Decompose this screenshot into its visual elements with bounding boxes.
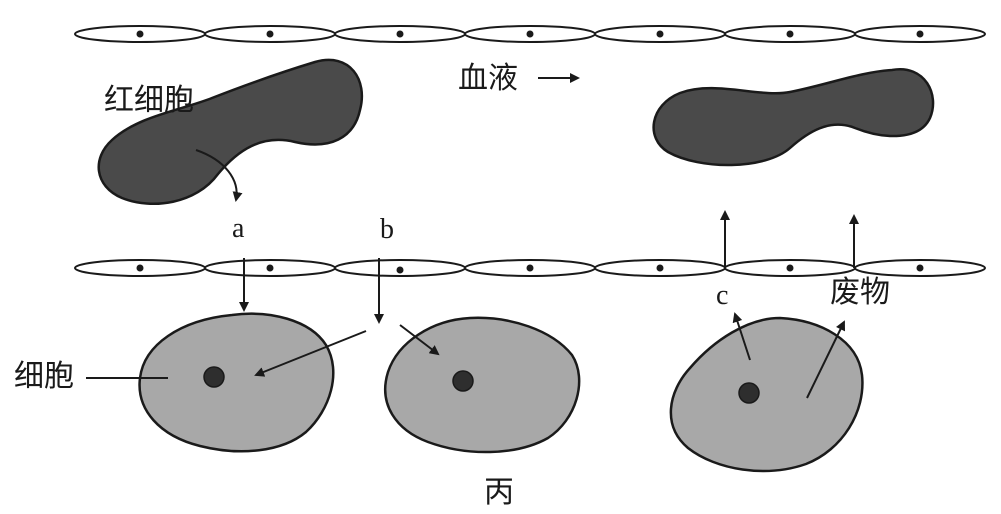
label-c: c <box>716 282 728 310</box>
red-blood-cell-right <box>654 69 933 165</box>
waste-label: 废物 <box>830 278 890 308</box>
tissue-cell-middle-nucleus <box>453 371 473 391</box>
red-blood-cell-left <box>99 60 362 204</box>
label-b: b <box>380 216 394 244</box>
blood-label: 血液 <box>458 64 518 94</box>
tissue-cell-middle <box>385 318 579 452</box>
red-blood-cell-label: 红细胞 <box>104 86 194 116</box>
lower-wall-nuclei <box>137 265 924 274</box>
cell-label: 细胞 <box>14 362 74 392</box>
tissue-cell-left-nucleus <box>204 367 224 387</box>
tissue-cell-left <box>140 314 334 452</box>
label-a: a <box>232 215 244 243</box>
upper-wall-nuclei <box>137 31 924 38</box>
caption-label: 丙 <box>484 478 514 508</box>
tissue-cell-right-nucleus <box>739 383 759 403</box>
